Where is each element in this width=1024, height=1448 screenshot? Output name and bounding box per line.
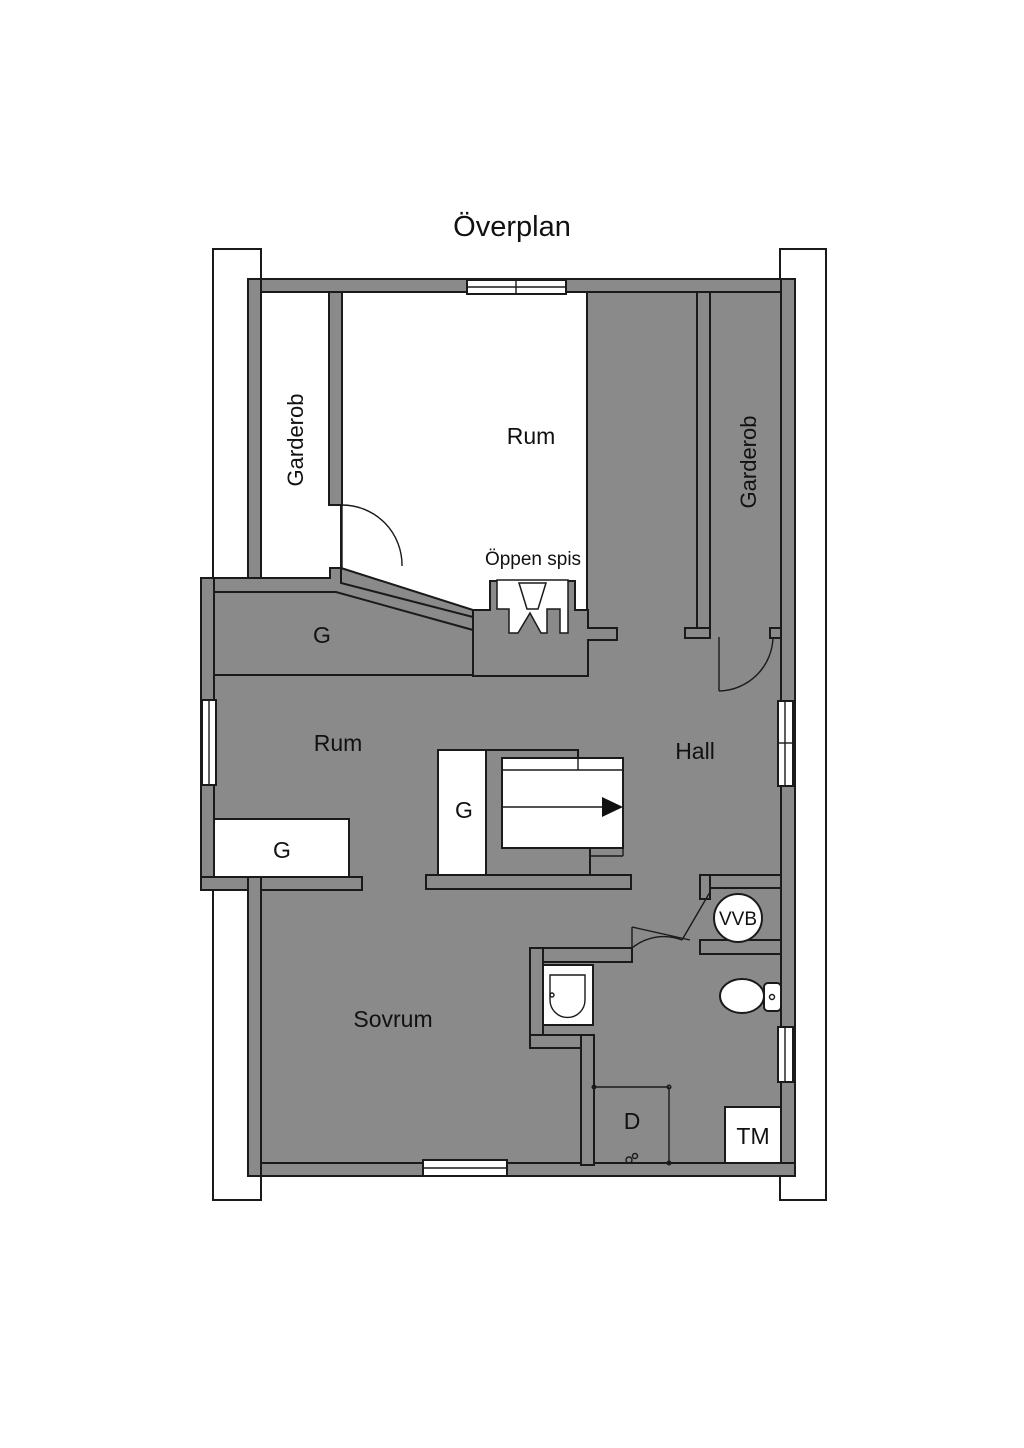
toilet-icon bbox=[719, 978, 782, 1014]
label-garderob-right: Garderob bbox=[736, 416, 761, 509]
fireplace-icon bbox=[472, 579, 618, 677]
label-hall: Hall bbox=[675, 738, 715, 764]
label-rum-middle: Rum bbox=[314, 730, 363, 756]
label-rum-top: Rum bbox=[507, 423, 556, 449]
label-g-lower: G bbox=[273, 837, 291, 863]
label-d: D bbox=[624, 1108, 641, 1134]
stair-arrow-icon bbox=[602, 797, 623, 817]
label-g-upper: G bbox=[313, 622, 331, 648]
storage-cabinet-lower bbox=[213, 818, 350, 878]
label-vvb: VVB bbox=[719, 909, 757, 930]
tm-box bbox=[724, 1106, 782, 1164]
doors bbox=[341, 504, 774, 949]
wall-pieces bbox=[200, 278, 796, 1177]
windows bbox=[201, 279, 794, 1177]
label-g-stair: G bbox=[455, 797, 473, 823]
staircase bbox=[437, 749, 624, 876]
label-tm: TM bbox=[736, 1123, 769, 1149]
label-fireplace: Öppen spis bbox=[485, 549, 581, 570]
plan-title: Överplan bbox=[453, 211, 571, 243]
vvb-tank bbox=[713, 893, 763, 943]
shower-enclosure bbox=[591, 1084, 672, 1166]
label-garderob-left: Garderob bbox=[283, 394, 308, 487]
label-sovrum: Sovrum bbox=[353, 1006, 432, 1032]
bathroom-fixtures bbox=[542, 893, 782, 1166]
